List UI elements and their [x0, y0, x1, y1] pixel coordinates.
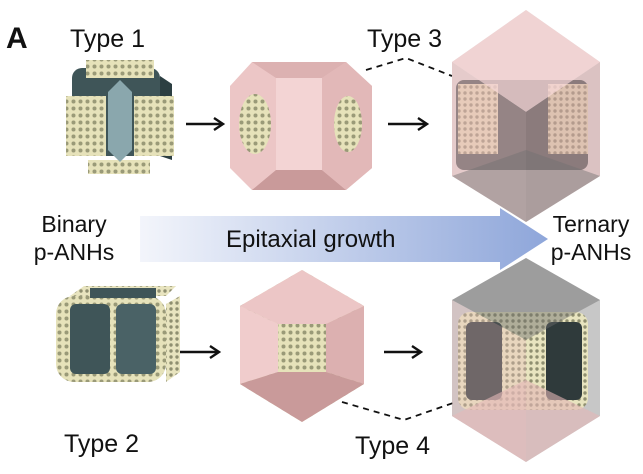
type3-connector [365, 57, 453, 77]
pink-bipyramid-bottom [240, 270, 364, 422]
panel-label: A [6, 22, 28, 55]
ternary-label-line2: p-ANHs [550, 239, 632, 265]
arrow-type2-to-pink [180, 345, 222, 359]
type4-label: Type 4 [355, 432, 431, 460]
epitaxial-growth-arrow [140, 208, 548, 270]
arrow-pink-to-type3 [388, 117, 430, 131]
ternary-label-line1: Ternary [552, 211, 630, 237]
arrow-pink-to-type4 [384, 345, 424, 359]
epitaxial-growth-label: Epitaxial growth [226, 226, 396, 253]
pink-truncated-cube-top [230, 62, 372, 190]
binary-label-line2: p-ANHs [33, 239, 115, 265]
type1-nanostructure [66, 60, 174, 174]
type2-nanostructure [56, 286, 180, 382]
arrow-type1-to-pink [186, 117, 226, 131]
ternary-label: Ternary p-ANHs [540, 210, 642, 266]
type4-connector [341, 401, 457, 421]
type1-label: Type 1 [70, 25, 146, 53]
type4-nanostructure [452, 258, 600, 462]
type2-label: Type 2 [64, 430, 140, 458]
binary-label-line1: Binary [41, 211, 107, 237]
type3-label: Type 3 [367, 25, 443, 53]
binary-label: Binary p-ANHs [4, 210, 144, 266]
type3-nanostructure [452, 10, 600, 222]
